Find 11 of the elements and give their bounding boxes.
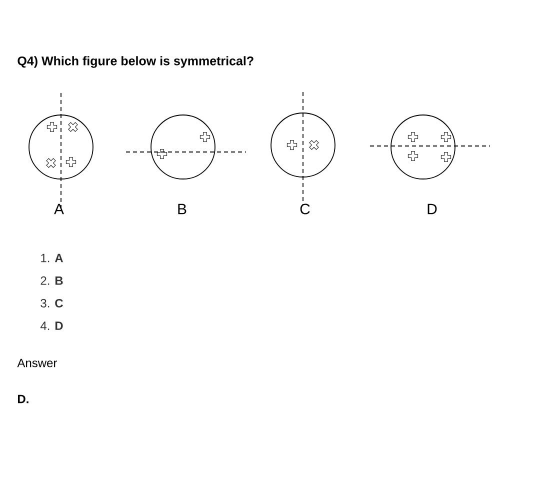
figure-label: D (428, 204, 437, 214)
figure-label: B (178, 204, 186, 214)
answer-text: D. (18, 394, 28, 404)
option-item: 1. A (41, 254, 63, 262)
answer-heading: Answer (17, 358, 57, 368)
figure-label: C (300, 204, 310, 214)
option-item: 2. B (40, 276, 63, 285)
option-item: 3. C (40, 298, 63, 308)
figure-label: A (54, 204, 64, 214)
question-title: Q4) Which figure below is symmetrical? (18, 56, 254, 68)
option-item: 4. D (40, 322, 63, 330)
